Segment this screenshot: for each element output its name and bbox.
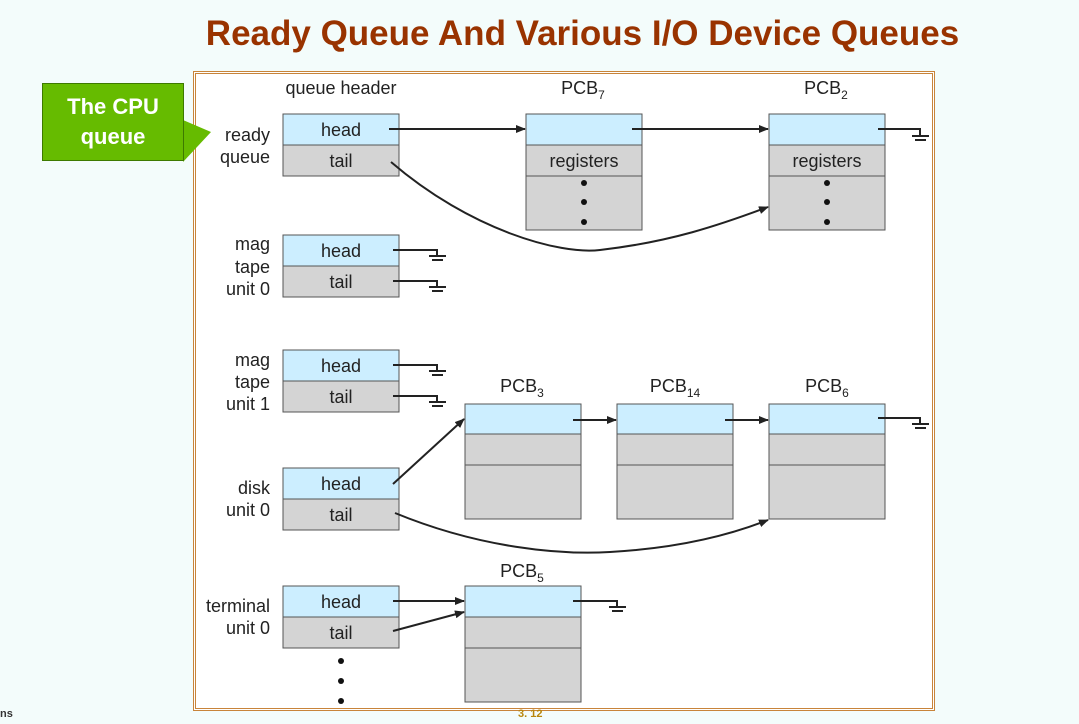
pcb5-mid-cell xyxy=(464,616,582,649)
disk-label-1: disk xyxy=(238,478,271,498)
pcb3-link-cell xyxy=(464,403,582,435)
pcb3-mid-cell xyxy=(464,433,582,466)
pcb6-null-terminator xyxy=(878,417,929,429)
mag0-head-text: head xyxy=(321,241,361,261)
pcb5-link-cell xyxy=(464,585,582,618)
pcb7-link-cell xyxy=(525,113,643,146)
terminal-label-1: terminal xyxy=(206,596,270,616)
pcb6-title: PCB6 xyxy=(805,376,849,400)
ready-head-text: head xyxy=(321,120,361,140)
pcb3-title: PCB3 xyxy=(500,376,544,400)
mag1-label-2: tape xyxy=(235,372,270,392)
mag0-label-1: mag xyxy=(235,234,270,254)
ready-queue-label-2: queue xyxy=(220,147,270,167)
pcb2-null-terminator xyxy=(878,128,929,141)
pcb7-dot xyxy=(581,180,587,186)
pcb6-body xyxy=(768,464,886,520)
queue-header-label: queue header xyxy=(285,78,396,98)
mag1-tail-null xyxy=(393,395,446,407)
mag0-tail-null xyxy=(393,280,446,292)
pcb3-body xyxy=(464,464,582,520)
pcb7-title: PCB7 xyxy=(561,78,605,102)
pcb14-title: PCB14 xyxy=(650,376,701,400)
pcb14-mid-cell xyxy=(616,433,734,466)
slide-title: Ready Queue And Various I/O Device Queue… xyxy=(205,14,960,53)
pcb2-registers-text: registers xyxy=(792,151,861,171)
ready-tail-cell xyxy=(282,144,400,177)
pcb2-link-cell xyxy=(768,113,886,146)
ready-queue-label-1: ready xyxy=(225,125,270,145)
mag0-head-null xyxy=(393,249,446,261)
page-number: 3. 12 xyxy=(518,708,543,720)
pcb2-title: PCB2 xyxy=(804,78,848,102)
pcb6-link-cell xyxy=(768,403,886,435)
pcb7-dot xyxy=(581,219,587,225)
terminal-head-text: head xyxy=(321,592,361,612)
disk-tail-cell xyxy=(282,498,400,531)
terminal-head-cell xyxy=(282,585,400,618)
terminal-tail-arrow xyxy=(392,610,465,632)
pcb7-dot xyxy=(581,199,587,205)
callout-line-2: queue xyxy=(80,124,146,149)
mag1-tail-text: tail xyxy=(329,387,352,407)
mag1-head-cell xyxy=(282,349,400,382)
pcb5-title: PCB5 xyxy=(500,561,544,585)
disk-label-2: unit 0 xyxy=(226,500,270,520)
ready-tail-arrow xyxy=(390,161,769,252)
disk-tail-text: tail xyxy=(329,505,352,525)
pcb5-null-terminator xyxy=(573,600,626,612)
more-queues-dot xyxy=(338,658,344,664)
pcb2-dot xyxy=(824,219,830,225)
mag0-label-3: unit 0 xyxy=(226,279,270,299)
more-queues-dot xyxy=(338,698,344,704)
pcb14-body xyxy=(616,464,734,520)
disk-tail-arrow xyxy=(394,512,769,554)
pcb7-registers-text: registers xyxy=(549,151,618,171)
terminal-tail-text: tail xyxy=(329,623,352,643)
pcb14-link-cell xyxy=(616,403,734,435)
cpu-queue-callout: The CPU queue xyxy=(42,83,184,161)
footer-left-text: ns xyxy=(0,708,13,720)
disk-head-cell xyxy=(282,467,400,500)
terminal-label-2: unit 0 xyxy=(226,618,270,638)
pcb2-dot xyxy=(824,199,830,205)
disk-head-text: head xyxy=(321,474,361,494)
mag1-head-text: head xyxy=(321,356,361,376)
mag0-tail-text: tail xyxy=(329,272,352,292)
disk-head-arrow xyxy=(392,418,465,485)
pcb5-body xyxy=(464,647,582,703)
callout-pointer xyxy=(183,120,211,162)
callout-line-1: The CPU xyxy=(67,94,159,120)
mag1-head-null xyxy=(393,364,446,376)
mag0-tail-cell xyxy=(282,265,400,298)
terminal-tail-cell xyxy=(282,616,400,649)
mag1-label-1: mag xyxy=(235,350,270,370)
ready-tail-text: tail xyxy=(329,151,352,171)
pcb2-dot xyxy=(824,180,830,186)
mag0-label-2: tape xyxy=(235,257,270,277)
mag1-label-3: unit 1 xyxy=(226,394,270,414)
pcb6-mid-cell xyxy=(768,433,886,466)
more-queues-dot xyxy=(338,678,344,684)
